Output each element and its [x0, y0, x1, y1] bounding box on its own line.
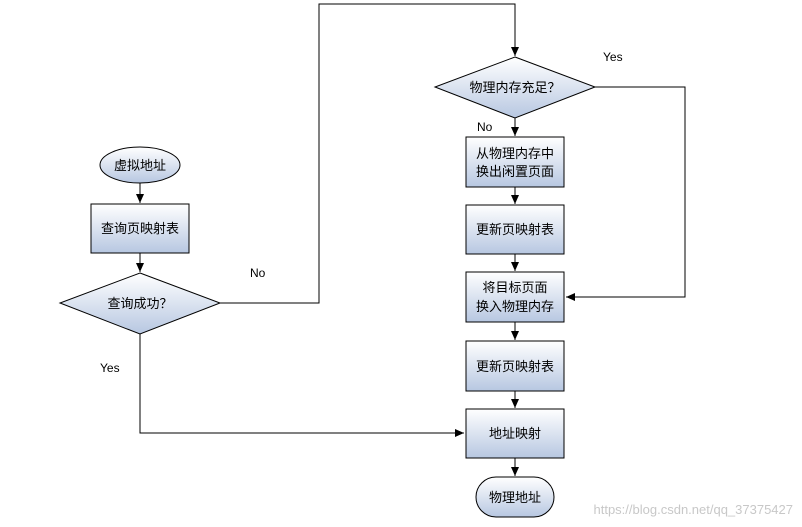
node-swap-out-line1: 从物理内存中	[476, 146, 554, 162]
node-update-page-table-1-label: 更新页映射表	[476, 222, 554, 238]
node-swap-in-line1: 将目标页面	[482, 281, 547, 296]
node-physical-address: 物理地址	[475, 476, 555, 518]
node-memory-sufficient-decision: 物理内存充足？	[433, 56, 597, 119]
node-update-page-table-2: 更新页映射表	[465, 340, 565, 392]
edge-lookup-no	[220, 3, 519, 304]
node-address-mapping-label: 地址映射	[489, 426, 541, 442]
watermark-text: https://blog.csdn.net/qq_37375427	[594, 502, 794, 517]
node-update-page-table-1: 更新页映射表	[465, 204, 565, 255]
node-lookup-page-table: 查询页映射表	[90, 203, 190, 254]
edge-memory-yes	[566, 86, 686, 301]
node-virtual-address: 虚拟地址	[99, 146, 181, 184]
label-lookup-yes: Yes	[100, 361, 120, 375]
label-memory-no: No	[477, 120, 493, 134]
node-update-page-table-2-label: 更新页映射表	[476, 359, 554, 375]
node-virtual-address-label: 虚拟地址	[114, 159, 166, 174]
node-lookup-success-label: 查询成功？	[107, 297, 172, 312]
label-memory-yes: Yes	[603, 50, 623, 64]
node-swap-in-page: 将目标页面 换入物理内存	[465, 271, 565, 323]
label-lookup-no: No	[250, 266, 266, 280]
node-swap-in-line2: 换入物理内存	[476, 299, 554, 315]
node-memory-sufficient-label: 物理内存充足？	[469, 80, 560, 96]
node-lookup-page-table-label: 查询页映射表	[101, 221, 179, 237]
node-address-mapping: 地址映射	[465, 408, 565, 459]
edge-lookup-yes	[139, 334, 464, 437]
node-physical-address-label: 物理地址	[489, 491, 541, 506]
node-swap-out-line2: 换出闲置页面	[476, 165, 554, 180]
node-swap-out-page: 从物理内存中 换出闲置页面	[465, 136, 565, 188]
node-lookup-success-decision: 查询成功？	[58, 272, 222, 335]
